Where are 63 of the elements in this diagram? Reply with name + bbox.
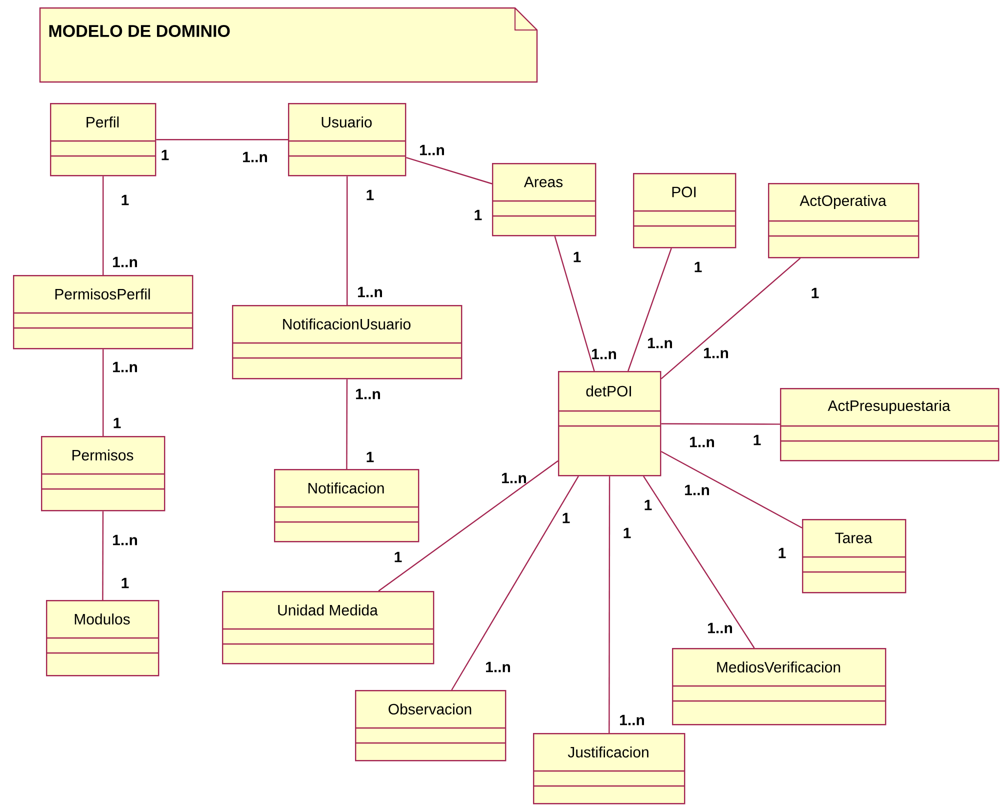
multiplicity-label: 1 (114, 418, 121, 428)
multiplicity-label: 1..n (620, 714, 644, 726)
multiplicity-label: 1..n (113, 362, 137, 372)
class-box: Observacion (355, 690, 506, 762)
class-box: PermisosPerfil (13, 275, 194, 350)
association-line (628, 248, 672, 372)
multiplicity-label: 1..n (113, 534, 137, 546)
multiplicity-label: 1 (574, 252, 581, 262)
class-box: Areas (492, 163, 596, 236)
multiplicity-label: 1..n (113, 256, 137, 268)
class-box: Tarea (802, 519, 906, 594)
multiplicity-label: 1 (162, 150, 169, 160)
class-box: Usuario (288, 103, 406, 176)
class-box: Modulos (46, 600, 160, 676)
multiplicity-label: 1 (122, 194, 129, 206)
association-line (378, 460, 558, 592)
class-box: ActPresupuestaria (780, 388, 1000, 462)
association-line (661, 423, 780, 425)
class-box: Notificacion (274, 469, 420, 542)
association-line (346, 176, 348, 305)
multiplicity-label: 1..n (486, 662, 510, 672)
association-line (346, 379, 348, 469)
multiplicity-label: 1..n (420, 144, 444, 156)
multiplicity-label: 1 (694, 262, 702, 272)
association-line (102, 176, 104, 275)
class-box: MediosVerificacion (672, 648, 886, 726)
multiplicity-label: 1..n (243, 152, 267, 162)
association-line (406, 157, 492, 184)
association-line (608, 476, 610, 733)
multiplicity-label: 1..n (648, 338, 672, 348)
multiplicity-label: 1..n (356, 388, 380, 400)
class-box: detPOI (558, 371, 662, 476)
class-box: Permisos (41, 436, 166, 512)
association-line (554, 236, 595, 372)
class-box: Perfil (50, 103, 156, 176)
multiplicity-label: 1..n (502, 472, 526, 484)
multiplicity-label: 1 (812, 288, 819, 298)
multiplicity-label: 1..n (685, 484, 709, 496)
association-line (451, 476, 579, 690)
association-line (660, 258, 801, 380)
multiplicity-label: 1 (644, 500, 652, 510)
association-line (660, 450, 802, 528)
multiplicity-label: 1 (624, 528, 631, 538)
association-line (102, 349, 104, 436)
class-box: ActOperativa (768, 183, 920, 258)
multiplicity-label: 1..n (358, 286, 382, 298)
class-box: NotificacionUsuario (232, 304, 462, 380)
multiplicity-label: 1 (562, 512, 570, 524)
multiplicity-label: 1..n (708, 622, 732, 634)
association-line (102, 511, 104, 600)
class-box: POI (633, 173, 736, 248)
association-line (643, 476, 755, 648)
note-box: MODELO DE DOMINIO (39, 7, 538, 83)
association-line (156, 139, 288, 140)
multiplicity-label: 1..n (592, 348, 616, 360)
multiplicity-label: 1 (754, 434, 761, 446)
multiplicity-label: 1 (366, 190, 374, 200)
multiplicity-label: 1..n (690, 436, 714, 448)
class-box: Unidad Medida (222, 591, 434, 664)
multiplicity-label: 1..n (704, 348, 728, 358)
multiplicity-label: 1 (778, 548, 786, 558)
multiplicity-label: 1 (394, 552, 402, 562)
class-box: Justificacion (533, 733, 686, 804)
